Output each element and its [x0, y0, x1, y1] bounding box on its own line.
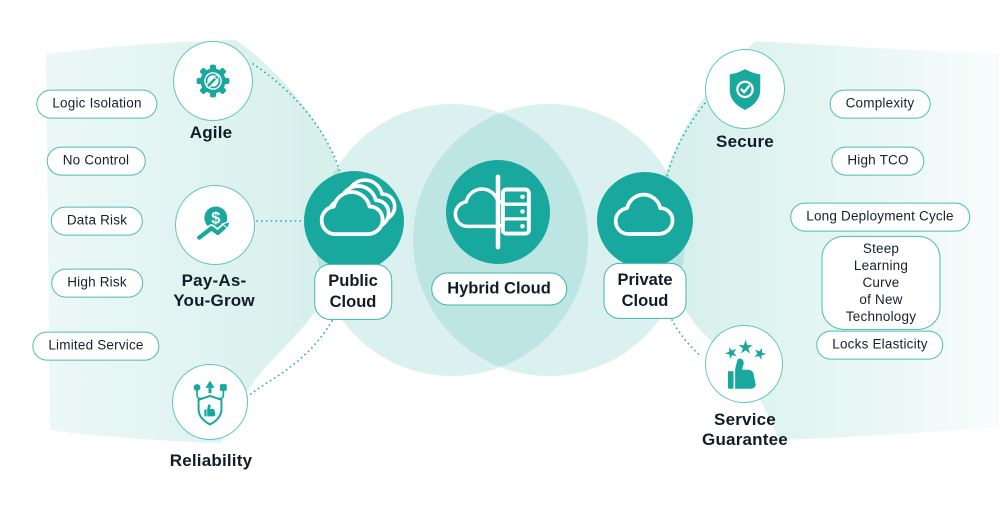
reliability-label: Reliability [169, 450, 253, 470]
hybrid-cloud-icon [453, 174, 531, 250]
pill-complexity: Complexity [829, 89, 931, 119]
pill-no-control: No Control [46, 146, 146, 176]
pay-as-you-grow-icon: $ [195, 206, 232, 242]
public-cloud-node [304, 171, 404, 271]
public-cloud-label: Public Cloud [314, 263, 392, 321]
reliability-icon [193, 380, 227, 426]
secure-badge [705, 49, 785, 129]
dollar-glyph: $ [211, 208, 220, 227]
secure-shield-icon [729, 69, 761, 110]
public-cloud-icon [319, 178, 397, 236]
reliability-badge [172, 364, 248, 440]
private-cloud-icon [613, 192, 675, 236]
agile-gear-icon [196, 64, 230, 98]
pill-steep-learning-curve: Steep Learning Curve of New Technology [821, 235, 941, 331]
pay-as-you-grow-label: Pay-As- You-Grow [173, 270, 255, 310]
private-cloud-node [597, 172, 693, 268]
service-guarantee-label: Service Guarantee [702, 409, 788, 449]
secure-label: Secure [716, 131, 774, 151]
private-cloud-label: Private Cloud [603, 262, 687, 320]
agile-label: Agile [189, 122, 233, 142]
pill-limited-service: Limited Service [32, 331, 160, 361]
hybrid-cloud-label: Hybrid Cloud [431, 272, 567, 306]
pill-logic-isolation: Logic Isolation [36, 89, 158, 119]
hybrid-cloud-node [446, 160, 550, 264]
service-guarantee-badge [705, 325, 783, 403]
pill-data-risk: Data Risk [50, 206, 144, 236]
pay-as-you-grow-badge: $ [175, 185, 255, 265]
pill-locks-elasticity: Locks Elasticity [816, 330, 944, 360]
service-guarantee-icon [725, 339, 767, 389]
pill-high-tco: High TCO [831, 146, 925, 176]
dotted-connector-public-reliability [241, 298, 343, 403]
pill-high-risk: High Risk [51, 268, 143, 298]
dotted-connector-private-service [661, 292, 703, 358]
agile-badge [173, 41, 253, 121]
pill-long-deployment-cycle: Long Deployment Cycle [790, 202, 970, 232]
